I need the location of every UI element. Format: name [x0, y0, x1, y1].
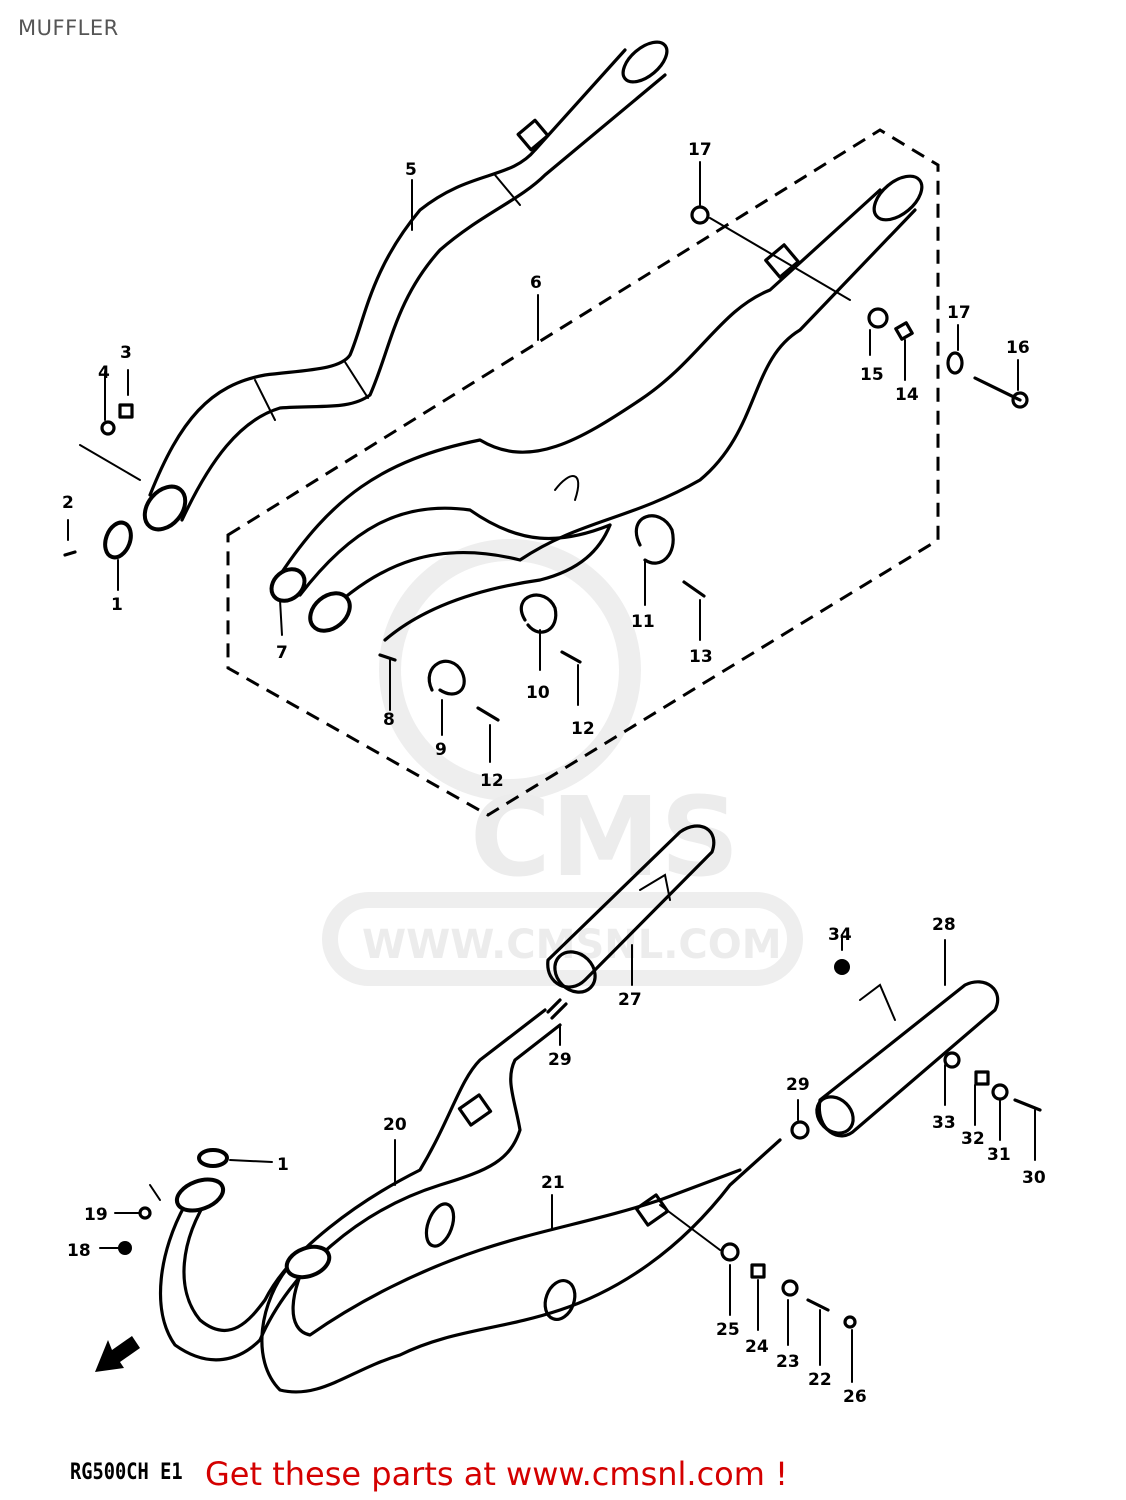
part-31-washer — [991, 1083, 1009, 1101]
part-32-spacer — [974, 1070, 990, 1086]
part-26-clip — [843, 1315, 857, 1329]
callout-6: 6 — [530, 273, 542, 293]
part-17-nut-b — [946, 351, 964, 375]
part-19-washer — [138, 1206, 152, 1220]
callout-14: 14 — [895, 385, 919, 405]
cms-watermark-logo: CMS WWW.CMSNL.COM — [322, 539, 803, 986]
callout-1: 1 — [277, 1155, 289, 1175]
callout-12: 12 — [480, 771, 504, 791]
part-18-bolt — [118, 1241, 132, 1255]
part-5-expansion-chamber — [142, 40, 669, 532]
assembly-group-outline — [226, 128, 940, 817]
callout-11: 11 — [631, 612, 655, 632]
watermark-logo-text: CMS — [470, 773, 739, 901]
callout-28: 28 — [932, 915, 956, 935]
callout-9: 9 — [435, 740, 447, 760]
callout-17: 17 — [947, 303, 971, 323]
callout-15: 15 — [860, 365, 884, 385]
callout-34: 34 — [828, 925, 852, 945]
callout-19: 19 — [84, 1205, 108, 1225]
part-23-washer — [781, 1279, 799, 1297]
callout-29: 29 — [548, 1050, 572, 1070]
callout-10: 10 — [526, 683, 550, 703]
callout-21: 21 — [541, 1173, 565, 1193]
part-9-clamp — [427, 659, 466, 696]
part-8-bracket — [378, 653, 397, 662]
callout-12: 12 — [571, 719, 595, 739]
part-3-spacer — [118, 403, 134, 419]
part-6-expansion-chamber-assembly — [269, 174, 924, 642]
part-30-bolt — [1013, 1098, 1042, 1112]
part-16-bolt — [973, 376, 1029, 409]
callout-17: 17 — [688, 140, 712, 160]
part-15-washer — [867, 307, 889, 329]
callout-18: 18 — [67, 1241, 91, 1261]
model-code-label: RG500CH E1 — [70, 1460, 183, 1485]
shop-link-banner[interactable]: Get these parts at www.cmsnl.com ! — [205, 1455, 788, 1493]
part-29-spring-a — [546, 998, 568, 1020]
callout-26: 26 — [843, 1387, 867, 1407]
callout-32: 32 — [961, 1129, 985, 1149]
callout-24: 24 — [745, 1337, 769, 1357]
arrow-down-left-icon — [95, 1336, 140, 1372]
callout-1: 1 — [111, 595, 123, 615]
leader-lines-top — [67, 161, 1019, 763]
callout-2: 2 — [62, 493, 74, 513]
page-title: MUFFLER — [18, 16, 119, 40]
callout-25: 25 — [716, 1320, 740, 1340]
callout-27: 27 — [618, 990, 642, 1010]
part-22-bolt — [806, 1298, 830, 1312]
callout-20: 20 — [383, 1115, 407, 1135]
part-27-silencer — [546, 824, 716, 994]
part-2-stud — [63, 550, 77, 557]
leader-lines-bottom — [99, 934, 1036, 1383]
part-12-bolt-a — [476, 706, 500, 722]
callout-23: 23 — [776, 1352, 800, 1372]
part-21-expansion-chamber — [260, 1138, 782, 1394]
callout-29: 29 — [786, 1075, 810, 1095]
part-1-gasket-bottom — [197, 1148, 229, 1168]
part-20-expansion-chamber — [158, 1008, 562, 1362]
part-25-washer — [720, 1242, 740, 1262]
callout-31: 31 — [987, 1145, 1011, 1165]
part-4-bolt — [100, 420, 116, 436]
part-1-gasket-top — [103, 520, 133, 560]
callout-8: 8 — [383, 710, 395, 730]
part-24-spacer — [750, 1263, 766, 1279]
callout-5: 5 — [405, 160, 417, 180]
callout-7: 7 — [276, 643, 288, 663]
part-29-spring-b — [790, 1120, 810, 1140]
part-14-spacer — [894, 321, 914, 341]
part-17-nut-a — [690, 205, 710, 225]
part-11-clamp — [634, 514, 675, 565]
callout-16: 16 — [1006, 338, 1030, 358]
part-34-nut — [834, 959, 850, 975]
callout-13: 13 — [689, 647, 713, 667]
callout-33: 33 — [932, 1113, 956, 1133]
part-13-bolt — [682, 580, 706, 598]
callout-4: 4 — [98, 363, 110, 383]
part-28-silencer — [815, 980, 1000, 1138]
part-12-bolt-b — [560, 650, 582, 664]
part-33-washer — [943, 1051, 961, 1069]
callout-22: 22 — [808, 1370, 832, 1390]
part-10-clamp — [519, 593, 558, 634]
callout-30: 30 — [1022, 1168, 1046, 1188]
part-callouts: 1 2 3 4 5 6 7 8 9 10 11 12 12 13 14 15 1… — [62, 140, 1046, 1407]
watermark-url-text: WWW.CMSNL.COM — [362, 922, 782, 968]
callout-3: 3 — [120, 343, 132, 363]
